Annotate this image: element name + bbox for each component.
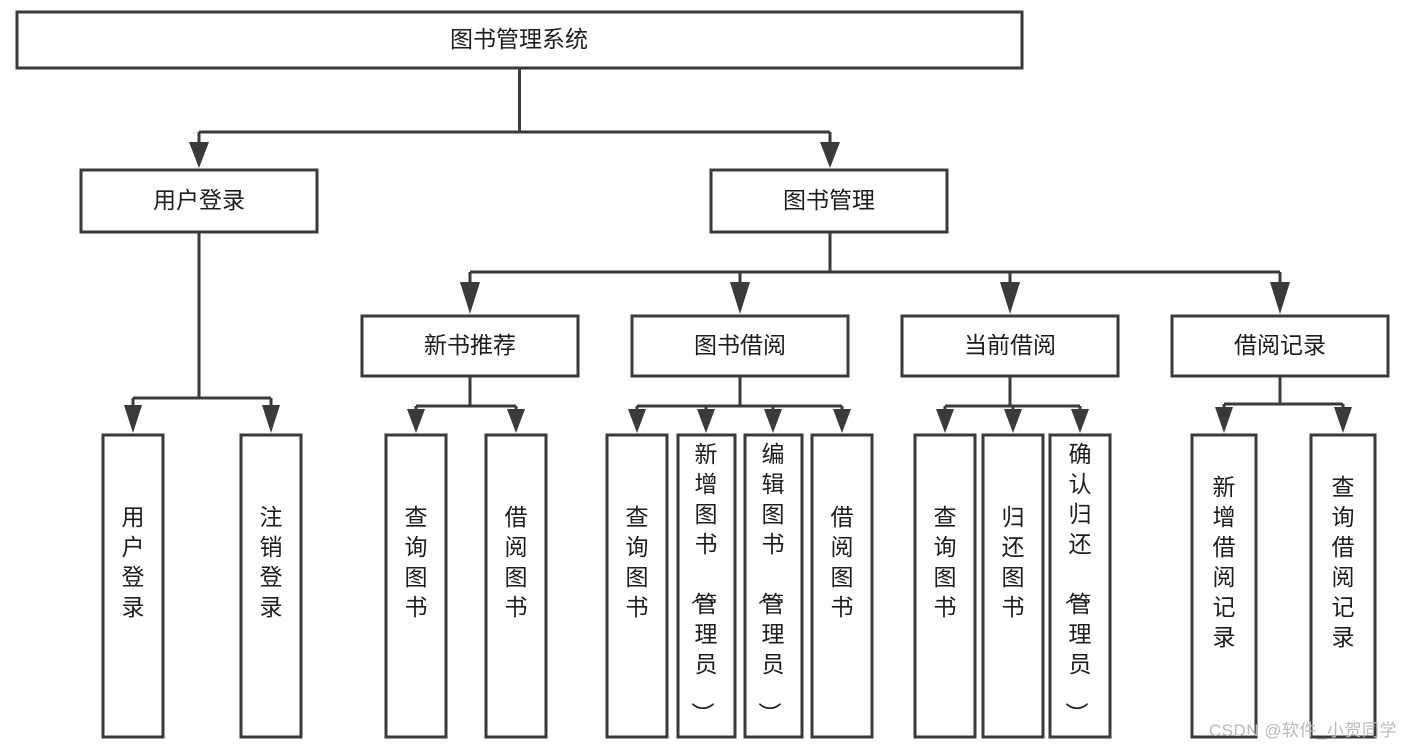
node-leaf-confirm-return-label: 确认归还（管理员） (1064, 441, 1092, 725)
node-new-book-rec-label: 新书推荐 (424, 332, 516, 358)
arrow-leaf-user-login (124, 405, 142, 433)
connector-group-book-manage (460, 232, 1290, 314)
node-leaf-edit-book[interactable]: 编辑图书（管理员） (743, 433, 804, 739)
arrow-query-book-3 (936, 409, 954, 433)
node-leaf-add-book[interactable]: 新增图书（管理员） (676, 433, 737, 739)
node-leaf-borrow-book-2-label: 借阅图书 (831, 504, 854, 620)
arrow-borrow-book-2 (833, 409, 851, 433)
node-current-borrow[interactable]: 当前借阅 (900, 314, 1120, 378)
node-leaf-query-book-1[interactable]: 查询图书 (384, 433, 448, 739)
node-leaf-borrow-book-2-box (810, 433, 874, 739)
node-book-manage-box (709, 168, 949, 234)
node-leaf-add-record-box (1190, 433, 1258, 739)
node-new-book-rec[interactable]: 新书推荐 (360, 314, 580, 378)
node-leaf-confirm-return[interactable]: 确认归还（管理员） (1048, 433, 1112, 739)
node-user-login-label: 用户登录 (153, 187, 245, 213)
node-book-manage[interactable]: 图书管理 (709, 168, 949, 234)
arrow-edit-book (764, 409, 782, 433)
node-leaf-user-login-label: 用户登录 (122, 504, 145, 620)
node-leaf-confirm-return-box (1048, 433, 1112, 739)
node-leaf-borrow-book-1-label: 借阅图书 (505, 504, 528, 620)
node-leaf-borrow-book-2[interactable]: 借阅图书 (810, 433, 874, 739)
node-user-login[interactable]: 用户登录 (79, 168, 319, 234)
node-leaf-add-record[interactable]: 新增借阅记录 (1190, 433, 1258, 739)
node-current-borrow-label: 当前借阅 (964, 332, 1056, 358)
node-leaf-user-logout[interactable]: 注销登录 (239, 433, 303, 739)
node-borrow-record-label: 借阅记录 (1234, 332, 1326, 358)
arrow-confirm-return (1071, 409, 1089, 433)
node-book-manage-label: 图书管理 (783, 187, 875, 213)
node-leaf-user-logout-box (239, 433, 303, 739)
node-borrow-record[interactable]: 借阅记录 (1170, 314, 1390, 378)
node-borrow-record-box (1170, 314, 1390, 378)
arrow-current-borrow (1000, 282, 1020, 314)
connector-group-root (189, 68, 840, 168)
node-new-book-rec-box (360, 314, 580, 378)
connector-group-current-borrow (936, 376, 1089, 433)
connector-group-book-borrow (628, 376, 851, 433)
node-leaf-return-book-box (981, 433, 1045, 739)
node-leaf-user-logout-label: 注销登录 (260, 504, 283, 620)
node-root-system[interactable]: 图书管理系统 (15, 10, 1024, 70)
node-book-borrow-box (630, 314, 850, 378)
node-root-label: 图书管理系统 (450, 26, 588, 52)
node-leaf-query-record[interactable]: 查询借阅记录 (1309, 433, 1377, 739)
arrow-add-book (697, 409, 715, 433)
connector-group-new-book-rec (407, 376, 525, 433)
node-leaf-add-book-box (676, 433, 737, 739)
node-book-borrow-label: 图书借阅 (694, 332, 786, 358)
arrow-borrow-book-1 (507, 409, 525, 433)
node-leaf-add-book-label: 新增图书（管理员） (690, 441, 718, 725)
node-root-box (15, 10, 1024, 70)
node-leaf-query-book-1-box (384, 433, 448, 739)
arrow-to-book-manage (820, 142, 840, 168)
node-leaf-query-book-1-label: 查询图书 (405, 504, 428, 620)
node-leaf-user-login[interactable]: 用户登录 (101, 433, 165, 739)
node-leaf-query-book-3-label: 查询图书 (934, 504, 957, 620)
arrow-return-book (1004, 409, 1022, 433)
arrow-query-book-2 (628, 409, 646, 433)
node-leaf-query-book-3[interactable]: 查询图书 (913, 433, 977, 739)
arrow-leaf-user-logout (262, 405, 280, 433)
node-leaf-borrow-book-1[interactable]: 借阅图书 (484, 433, 548, 739)
arrow-new-book-rec (460, 282, 480, 314)
node-leaf-return-book-label: 归还图书 (1002, 504, 1025, 620)
node-user-login-box (79, 168, 319, 234)
node-leaf-user-login-box (101, 433, 165, 739)
node-leaf-query-record-label: 查询借阅记录 (1332, 474, 1355, 650)
connector-group-user-login (124, 232, 280, 433)
connector-group-borrow-record (1215, 376, 1352, 433)
arrow-query-record (1334, 407, 1352, 433)
arrow-query-book-1 (407, 409, 425, 433)
node-leaf-query-book-3-box (913, 433, 977, 739)
node-leaf-edit-book-label: 编辑图书（管理员） (757, 441, 785, 725)
arrow-add-record (1215, 407, 1233, 433)
node-leaf-add-record-label: 新增借阅记录 (1213, 474, 1236, 650)
arrow-borrow-record (1270, 282, 1290, 314)
node-leaf-return-book[interactable]: 归还图书 (981, 433, 1045, 739)
arrow-book-borrow (730, 282, 750, 314)
arrow-to-user-login (189, 142, 209, 168)
node-leaf-query-book-2[interactable]: 查询图书 (605, 433, 669, 739)
node-leaf-query-book-2-label: 查询图书 (626, 504, 649, 620)
node-leaf-borrow-book-1-box (484, 433, 548, 739)
node-leaf-query-record-box (1309, 433, 1377, 739)
node-current-borrow-box (900, 314, 1120, 378)
node-leaf-edit-book-box (743, 433, 804, 739)
node-book-borrow[interactable]: 图书借阅 (630, 314, 850, 378)
node-leaf-query-book-2-box (605, 433, 669, 739)
